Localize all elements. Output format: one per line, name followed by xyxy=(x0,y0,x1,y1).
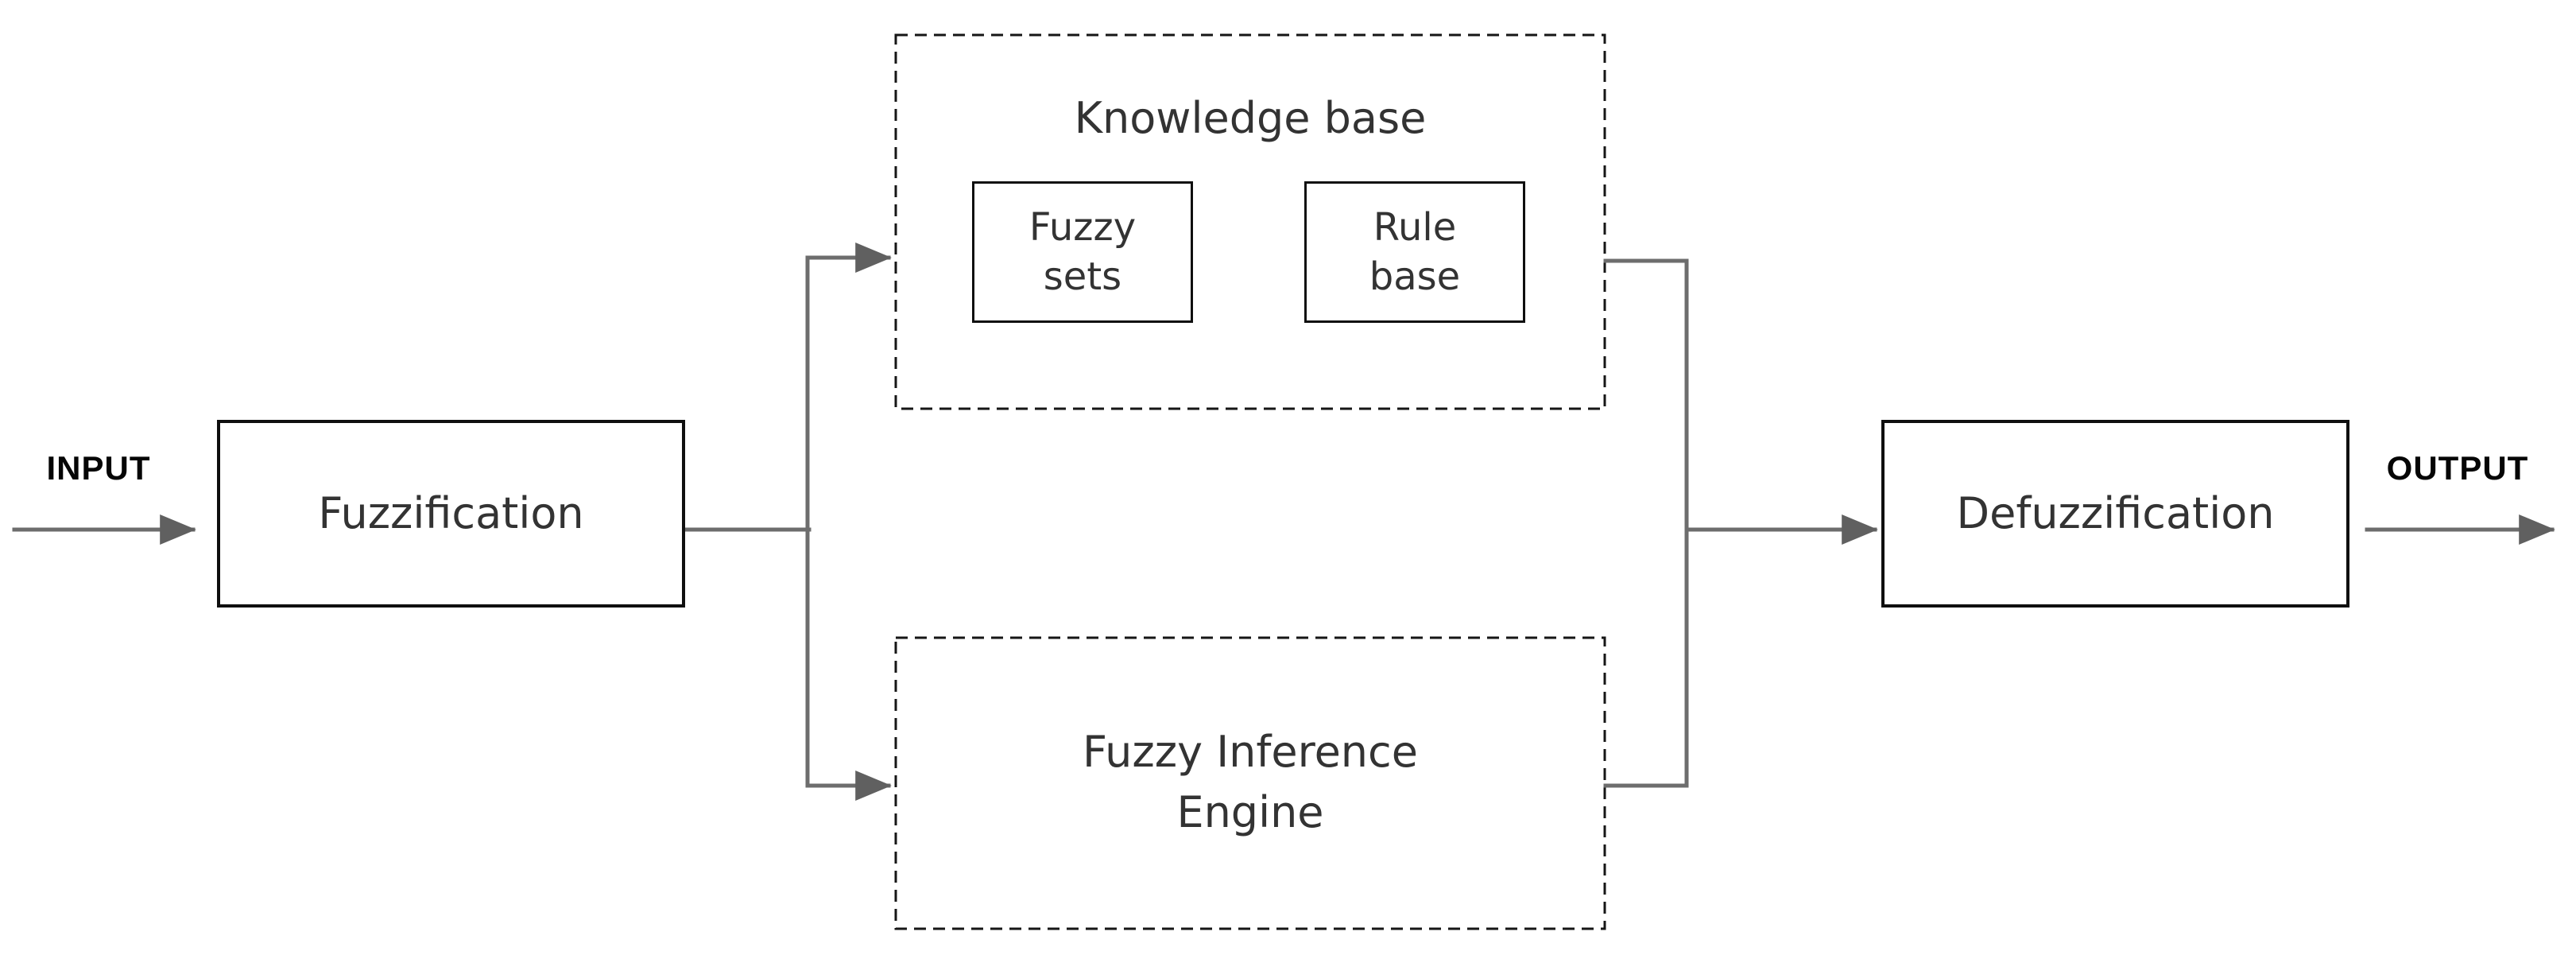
defuzzification-label: Defuzzification xyxy=(1956,488,2275,539)
inference-engine-box: Fuzzy Inference Engine xyxy=(895,636,1606,929)
knowledge-base-title: Knowledge base xyxy=(1074,93,1427,143)
fuzzification-box: Fuzzification xyxy=(217,420,685,608)
input-label: INPUT xyxy=(46,449,151,487)
fuzzy-sets-box: Fuzzy sets xyxy=(972,181,1193,323)
knowledge-base-outline xyxy=(894,33,1606,410)
output-label: OUTPUT xyxy=(2386,449,2529,487)
inference-engine-label: Fuzzy Inference Engine xyxy=(1083,727,1418,837)
fuzzy-sets-label: Fuzzy sets xyxy=(1028,204,1137,299)
rule-base-label: Rule base xyxy=(1369,204,1461,299)
rule-base-box: Rule base xyxy=(1304,181,1525,323)
defuzzification-box: Defuzzification xyxy=(1881,420,2349,608)
inference-engine-outline xyxy=(894,636,1606,930)
fuzzification-label: Fuzzification xyxy=(318,488,584,539)
